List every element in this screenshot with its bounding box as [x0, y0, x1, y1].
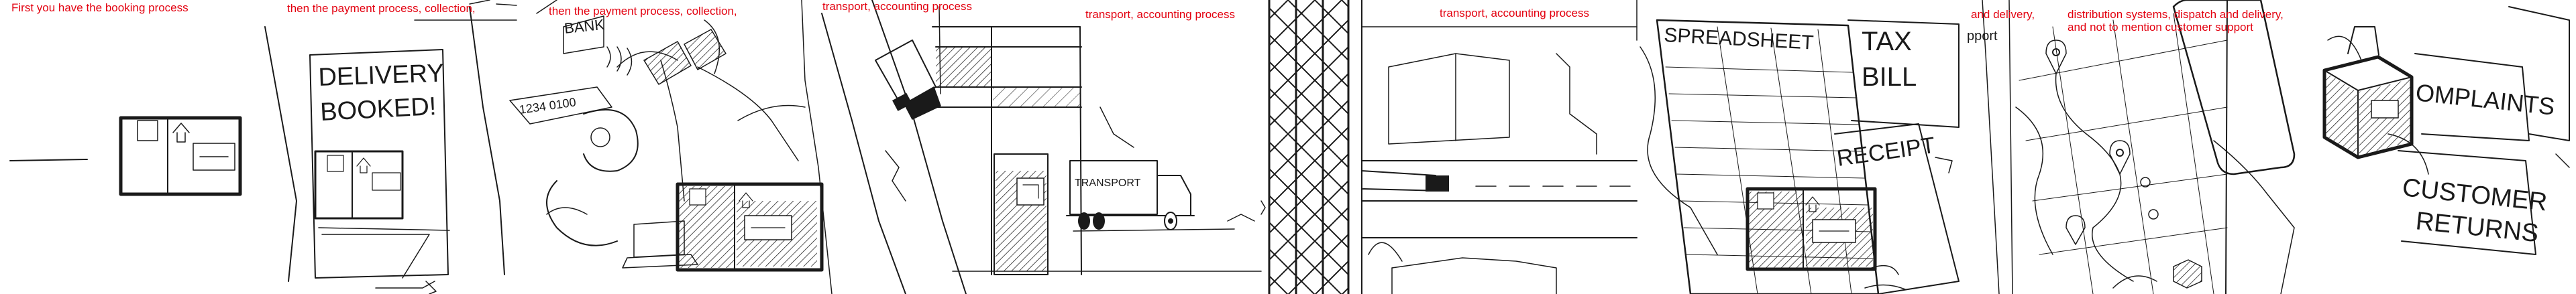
bank-building: BANK	[563, 15, 606, 54]
caption-payment-b: then the payment process, collection,	[549, 5, 737, 17]
delivery-booked-line2: BOOKED!	[319, 92, 437, 127]
panel-accounting: SPREADSHEET TAX BILL RECEIPT pport	[1640, 0, 2000, 294]
caption-delivery-fragment: and delivery,	[1971, 8, 2035, 21]
support-parcel-icon	[2322, 55, 2414, 159]
panel-transport-city	[1361, 0, 1638, 294]
complaints-note: OMPLAINTS	[2414, 53, 2556, 141]
caption-transport-b: transport, accounting process	[1085, 8, 1236, 21]
accounting-parcel-icon	[1746, 187, 1877, 271]
map-pin-icon	[2065, 215, 2086, 245]
caption-booking: First you have the booking process	[11, 1, 189, 14]
caption-distribution: distribution systems, dispatch and deliv…	[2068, 8, 2329, 33]
caption-distribution-line1: distribution systems, dispatch and deliv…	[2068, 8, 2284, 21]
loading-bay	[994, 153, 1049, 275]
road-truck-icon	[875, 40, 941, 120]
document-parcel-icon	[314, 150, 404, 220]
caption-transport-c: transport, accounting process	[1440, 7, 1590, 19]
delivery-booked-document: DELIVERY BOOKED!	[309, 49, 450, 279]
panel-customer-support: OMPLAINTS CUSTOMER RETURNS	[2172, 0, 2570, 294]
floor-line	[9, 159, 88, 161]
map-package-icon	[2173, 259, 2202, 289]
caption-transport-a: transport, accounting process	[822, 0, 973, 13]
panel-transport-road	[821, 0, 967, 294]
truck-label: TRANSPORT	[1075, 177, 1141, 189]
caption-distribution-line2: and not to mention customer support	[2068, 21, 2253, 33]
fence-divider	[1268, 0, 1362, 294]
customer-returns-note: CUSTOMER RETURNS	[2398, 150, 2548, 255]
panel-booking	[9, 116, 242, 196]
map-pin-icon	[2109, 140, 2131, 175]
phone-handset-icon	[546, 108, 639, 246]
road-car-icon	[1361, 170, 1449, 192]
support-fragment: pport	[1967, 29, 1998, 44]
bank-label: BANK	[564, 16, 606, 37]
panel-payment-document: DELIVERY BOOKED!	[264, 0, 517, 294]
panel-distribution-map	[2008, 0, 2228, 294]
tax-bill-document: TAX BILL	[1847, 19, 1960, 128]
panel-payment-card: BANK 1234 0100	[509, 0, 833, 294]
card-number: 1234 0100	[519, 95, 577, 117]
spreadsheet-label: SPREADSHEET	[1664, 24, 1815, 54]
complaints-label: OMPLAINTS	[2414, 78, 2556, 121]
smartphone-icon	[2172, 0, 2296, 175]
payment-parcel-icon	[676, 182, 824, 272]
map-pin-icon	[2045, 40, 2067, 74]
tax-label: TAX	[1862, 27, 1912, 56]
panel-transport-warehouse: TRANSPORT	[932, 26, 1266, 275]
receipt-label: RECEIPT	[1835, 133, 1937, 171]
transport-truck-icon: TRANSPORT	[1066, 160, 1195, 230]
city-building	[1388, 53, 1597, 155]
satellite-icon	[616, 19, 727, 85]
bill-label: BILL	[1862, 62, 1917, 92]
delivery-booked-line1: DELIVERY	[318, 59, 445, 92]
caption-payment-a: then the payment process, collection,	[287, 2, 476, 15]
parcel-box-icon	[119, 116, 242, 196]
